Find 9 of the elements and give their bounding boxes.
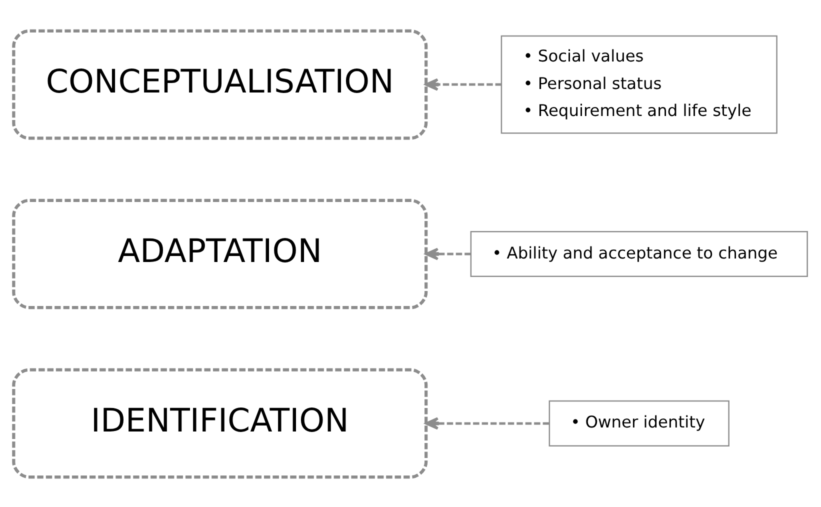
arrow (425, 247, 471, 260)
arrow (425, 78, 502, 90)
node-box: ADAPTATION (12, 198, 428, 309)
node-box: CONCEPTUALISATION (12, 28, 428, 140)
arrow (425, 416, 549, 430)
node-box: • Social values • Personal status • Requirement and life style (500, 34, 778, 134)
node-box: • Ability and acceptance to change (470, 230, 808, 277)
node-box: • Owner identity (548, 400, 730, 446)
node-box: IDENTIFICATION (12, 368, 428, 478)
